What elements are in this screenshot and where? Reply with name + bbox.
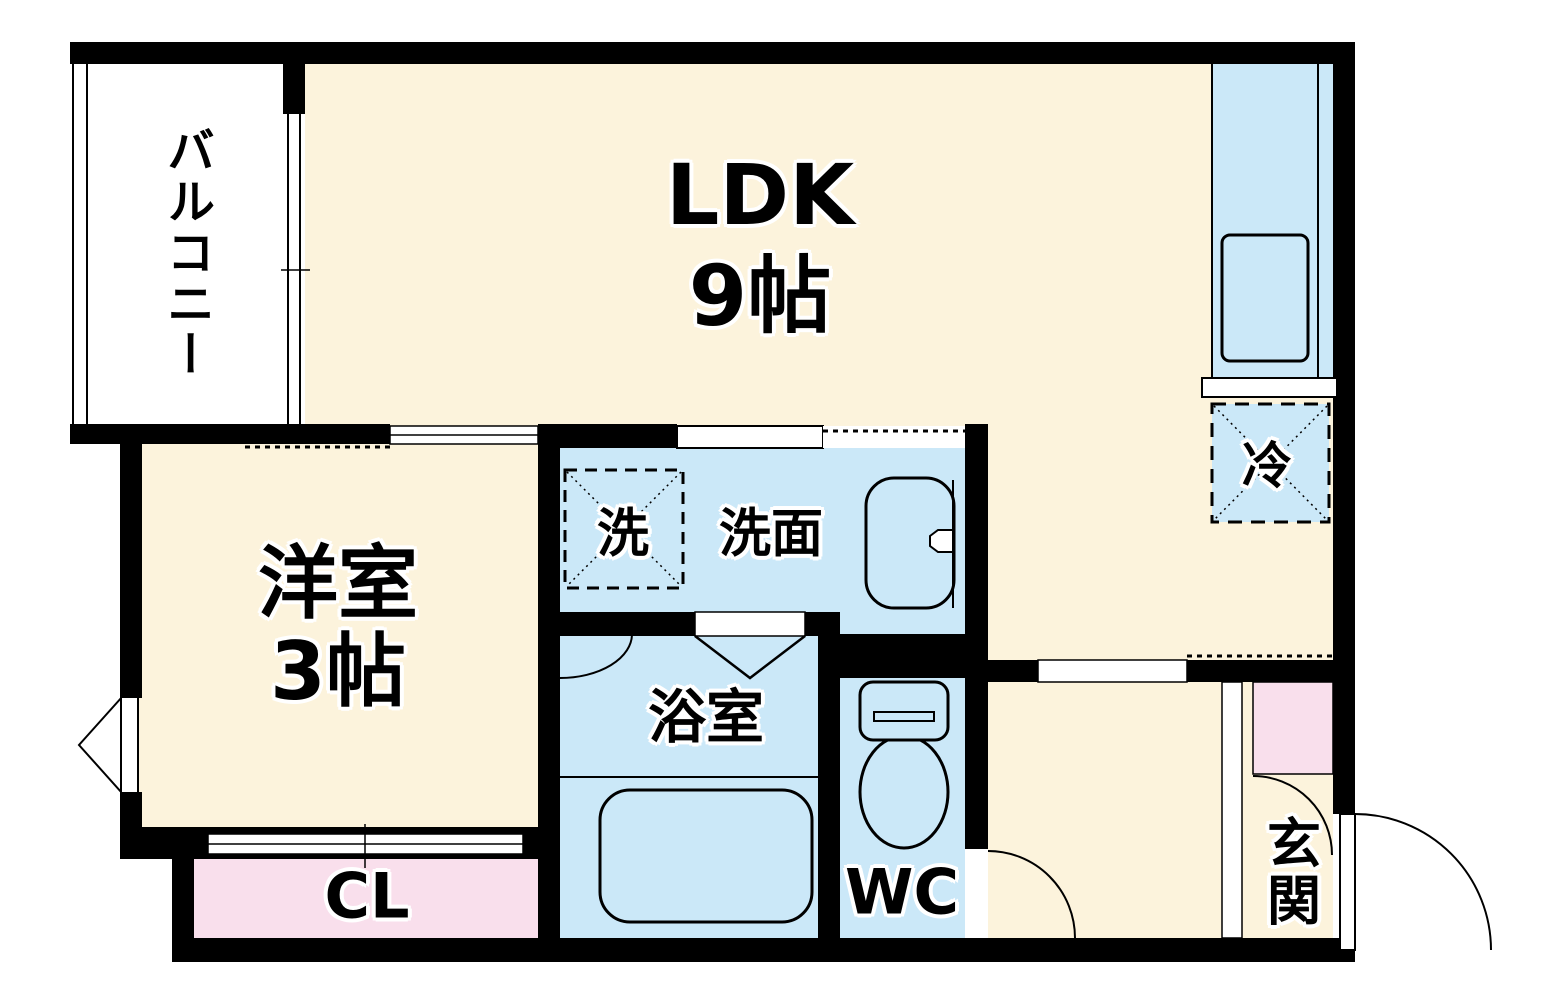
refrigerator-label: 冷 — [1242, 437, 1292, 495]
ldk-floor — [300, 64, 1333, 448]
balcony-floor — [88, 64, 305, 426]
wc-label: WC — [845, 855, 959, 929]
western-room-label: 洋室 3帖 — [258, 540, 418, 716]
ldk-size: 9帖 — [688, 247, 832, 345]
wall-washroom-top — [538, 424, 677, 448]
washbasin-faucet — [929, 529, 954, 553]
windows — [72, 64, 310, 796]
wc-door — [965, 849, 1076, 939]
closet-floor — [194, 859, 538, 938]
bathtub-icon — [560, 776, 818, 924]
kitchen-counter-icon — [1201, 64, 1338, 398]
refrigerator-space-icon — [1210, 402, 1331, 524]
wall-balcony-stub — [283, 64, 305, 114]
bathroom-floor — [560, 634, 818, 938]
washroom-open-passage — [823, 426, 965, 448]
dashed-boundaries — [245, 429, 1333, 658]
entrance-step — [1221, 681, 1243, 939]
kitchen-counter-end — [1201, 377, 1338, 398]
shoe-cabinet-swing-arc — [1252, 775, 1333, 856]
kitchen-counter-area — [1212, 64, 1333, 378]
western-room-name: 洋室 — [258, 537, 418, 630]
kitchen-sink-icon — [1220, 233, 1310, 363]
wall-west-left-upper — [120, 424, 142, 698]
ldk-label: LDK 9帖 — [666, 145, 854, 347]
wall-center-vertical — [538, 424, 560, 938]
closet-sliding-door — [207, 824, 524, 868]
west-room-window — [77, 694, 139, 796]
wall-closet-left — [172, 859, 194, 938]
doors-and-openings — [207, 425, 1492, 951]
toilet-flush-handle — [873, 711, 935, 722]
wc-door-swing-arc — [987, 850, 1076, 939]
ldk-name: LDK — [665, 146, 855, 245]
bathroom-door-swing-arc — [559, 633, 633, 679]
bathroom-folding-door — [694, 611, 806, 680]
fixtures — [560, 64, 1338, 924]
balcony-railing — [72, 64, 88, 426]
washroom-door-opening — [676, 425, 824, 449]
shoe-cabinet — [1252, 681, 1334, 775]
wall-washroom-right — [965, 424, 988, 849]
western-room-floor — [120, 424, 568, 859]
wall-top — [70, 42, 1355, 64]
sliding-door-ldk-west — [389, 425, 539, 445]
toilet-icon — [858, 680, 950, 850]
front-door-leaf — [1339, 813, 1356, 951]
wall-right — [1333, 42, 1355, 814]
floor-fills — [88, 64, 1334, 938]
balcony-label: バルコニー — [158, 125, 214, 381]
closet-label: CL — [324, 859, 410, 933]
wall-wc-top — [840, 634, 965, 678]
washbasin-icon — [864, 476, 956, 610]
washer-space-label: 洗 — [596, 504, 650, 565]
wall-bottom — [172, 938, 1355, 962]
entrance-label: 玄関 — [1257, 815, 1321, 929]
hall-opening — [1037, 659, 1188, 683]
wall-west-left-lower — [120, 792, 142, 830]
wall-balcony-bottom — [70, 424, 390, 444]
wall-washroom-bottom-left — [538, 612, 695, 636]
balcony-window — [281, 114, 310, 424]
front-door-swing-arc — [1354, 813, 1492, 951]
wall-hall-ldk-right — [1187, 660, 1333, 682]
wall-bath-wc-divider — [818, 612, 840, 938]
bathroom-label: 浴室 — [647, 683, 765, 751]
washroom-label: 洗面 — [718, 504, 824, 565]
wall-hall-ldk-left — [965, 660, 1038, 682]
western-room-size: 3帖 — [270, 625, 406, 718]
front-door — [1339, 813, 1492, 951]
